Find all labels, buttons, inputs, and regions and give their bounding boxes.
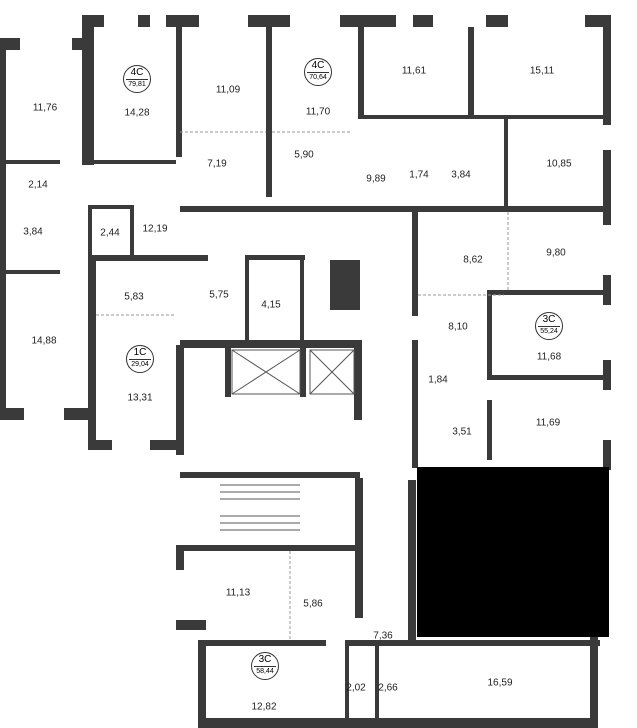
room-area: 11,13: [225, 587, 251, 599]
room-area: 11,70: [305, 106, 331, 118]
room-area: 12,82: [251, 701, 277, 713]
blocked-area: [417, 467, 609, 637]
room-area: 9,80: [546, 247, 566, 259]
room-area: 3,84: [23, 226, 43, 238]
room-area: 3,51: [452, 426, 472, 438]
apartment-area: 55,24: [540, 328, 558, 335]
apartment-area: 58,44: [256, 668, 274, 675]
apartment-area: 29,04: [131, 361, 149, 368]
room-area: 14,28: [124, 107, 150, 119]
room-area: 8,62: [463, 254, 483, 266]
room-area: 5,86: [303, 598, 323, 610]
room-area: 11,09: [215, 84, 241, 96]
room-area: 8,10: [448, 321, 468, 333]
room-area: 11,68: [536, 351, 562, 363]
room-area: 5,83: [124, 291, 144, 303]
room-area: 2,66: [378, 682, 398, 694]
apartment-area: 79,81: [128, 81, 146, 88]
room-area: 5,75: [209, 289, 229, 301]
room-area: 7,19: [207, 158, 227, 170]
room-area: 11,61: [401, 65, 427, 77]
room-area: 16,59: [487, 677, 513, 689]
room-area: 7,36: [373, 630, 393, 642]
room-area: 11,76: [32, 102, 58, 114]
room-area: 5,90: [294, 149, 314, 161]
room-area: 13,31: [127, 392, 153, 404]
room-area: 1,74: [409, 169, 429, 181]
apartment-type: 4С: [307, 59, 329, 73]
room-area: 2,02: [346, 682, 366, 694]
room-area: 11,69: [535, 417, 561, 429]
room-area: 2,44: [100, 227, 120, 239]
apartment-type: 3С: [254, 653, 276, 667]
room-area: 14,88: [31, 335, 57, 347]
room-area: 12,19: [142, 223, 168, 235]
room-area: 4,15: [261, 299, 281, 311]
apartment-type: 3С: [538, 313, 560, 327]
apartment-area: 70,64: [309, 74, 327, 81]
apartment-type: 4С: [126, 66, 148, 80]
room-area: 3,84: [451, 169, 471, 181]
room-area: 15,11: [529, 65, 555, 77]
room-area: 1,84: [428, 374, 448, 386]
room-area: 9,89: [366, 173, 386, 185]
room-area: 10,85: [546, 158, 572, 170]
apartment-type: 1С: [129, 346, 151, 360]
room-area: 2,14: [28, 179, 48, 191]
